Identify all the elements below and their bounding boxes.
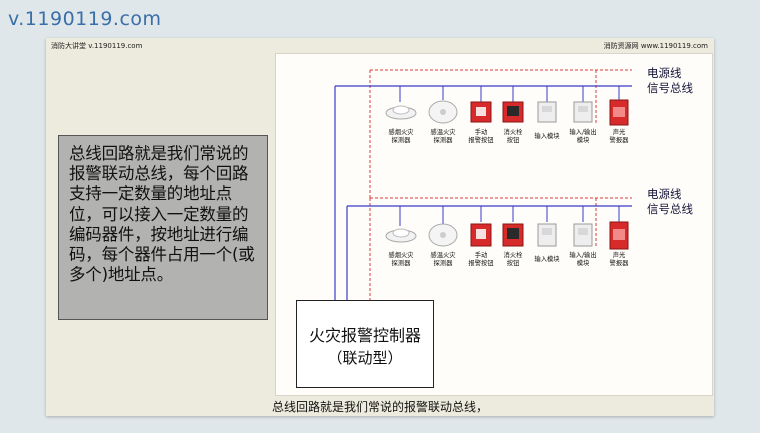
manual-alarm-button-icon xyxy=(470,101,492,123)
header-right-text: 消防资源网 www.1190119.com xyxy=(603,42,708,50)
slide-header: 消防大讲堂 v.1190119.com 消防资源网 www.1190119.co… xyxy=(46,38,714,52)
device-label-line2: 报警按钮 xyxy=(468,136,494,144)
device-label-line1: 声光 xyxy=(612,129,626,136)
device-label-line2: 探测器 xyxy=(391,136,411,144)
io-module-icon xyxy=(573,223,593,247)
upper-device-label-alarm: 声光警报器 xyxy=(602,129,636,144)
upper-device-label-input: 输入模块 xyxy=(530,133,564,141)
device-label-line1: 消火栓 xyxy=(503,129,523,136)
device-label-line1: 手动 xyxy=(474,252,488,259)
upper-power-line xyxy=(369,69,632,198)
lower-device-label-heat: 感温火灾探测器 xyxy=(426,252,460,267)
device-label-line2: 探测器 xyxy=(433,136,453,144)
heat-detector-icon xyxy=(428,100,458,124)
upper-device-label-smoke: 感烟火灾探测器 xyxy=(384,129,418,144)
controller-title: 火灾报警控制器 xyxy=(308,326,421,345)
device-label-line2: 探测器 xyxy=(433,259,453,267)
device-label-line2: 警报器 xyxy=(609,136,629,144)
upper-device-label-hydrant: 消火栓按钮 xyxy=(496,129,530,144)
upper-signal-bus-label: 信号总线 xyxy=(647,81,693,95)
device-label-line2: 警报器 xyxy=(609,259,629,267)
device-label-line1: 感温火灾 xyxy=(430,252,456,259)
upper-power-line-label: 电源线 xyxy=(647,66,682,80)
device-label-line1: 输入/输出 xyxy=(569,252,597,259)
hydrant-button-icon xyxy=(502,101,524,123)
input-module-icon xyxy=(537,101,557,123)
device-label-line2: 模块 xyxy=(576,259,590,267)
upper-device-label-io: 输入/输出模块 xyxy=(566,129,600,144)
hydrant-button-icon xyxy=(502,223,524,247)
lower-device-label-io: 输入/输出模块 xyxy=(566,252,600,267)
lower-power-line xyxy=(369,197,632,300)
device-label-line1: 消火栓 xyxy=(503,252,523,259)
device-label-line2: 报警按钮 xyxy=(468,259,494,267)
slide: 消防大讲堂 v.1190119.com 消防资源网 www.1190119.co… xyxy=(46,38,714,416)
lower-device-label-alarm: 声光警报器 xyxy=(602,252,636,267)
device-label-line1: 感烟火灾 xyxy=(388,252,414,259)
device-label-line1: 输入模块 xyxy=(534,133,560,140)
io-module-icon xyxy=(573,101,593,123)
smoke-detector-icon xyxy=(385,105,417,120)
input-module-icon xyxy=(537,223,557,247)
header-left-text: 消防大讲堂 v.1190119.com xyxy=(51,42,143,50)
video-subtitle: 总线回路就是我们常说的报警联动总线， xyxy=(271,400,488,414)
controller-subtitle: （联动型） xyxy=(327,349,403,367)
heat-detector-icon xyxy=(428,223,458,247)
sound-light-alarm-icon xyxy=(609,221,629,250)
lower-power-line-label: 电源线 xyxy=(647,187,682,201)
upper-device-label-manual: 手动报警按钮 xyxy=(464,129,498,144)
site-watermark: v.1190119.com xyxy=(8,8,162,30)
lower-signal-bus-label: 信号总线 xyxy=(647,202,693,216)
device-label-line2: 模块 xyxy=(576,136,590,144)
device-label-line1: 输入模块 xyxy=(534,256,560,263)
device-label-line2: 按钮 xyxy=(506,136,520,144)
device-label-line1: 感烟火灾 xyxy=(388,129,414,136)
sound-light-alarm-icon xyxy=(609,99,629,126)
device-label-line1: 声光 xyxy=(612,252,626,259)
lower-devices xyxy=(385,221,629,250)
upper-device-label-heat: 感温火灾探测器 xyxy=(426,129,460,144)
fire-alarm-controller-box: 火灾报警控制器 （联动型） xyxy=(296,300,434,388)
lower-device-label-smoke: 感烟火灾探测器 xyxy=(384,252,418,267)
manual-alarm-button-icon xyxy=(470,223,492,247)
device-label-line1: 感温火灾 xyxy=(430,129,456,136)
device-label-line1: 输入/输出 xyxy=(569,129,597,136)
explanation-textbox: 总线回路就是我们常说的报警联动总线，每个回路支持一定数量的地址点位，可以接入一定… xyxy=(58,135,268,320)
device-label-line1: 手动 xyxy=(474,129,488,136)
upper-devices xyxy=(385,99,629,126)
upper-signal-bus xyxy=(334,85,632,300)
lower-device-label-manual: 手动报警按钮 xyxy=(464,252,498,267)
lower-device-label-input: 输入模块 xyxy=(530,256,564,264)
smoke-detector-icon xyxy=(385,228,417,243)
lower-device-label-hydrant: 消火栓按钮 xyxy=(496,252,530,267)
device-label-line2: 探测器 xyxy=(391,259,411,267)
device-label-line2: 按钮 xyxy=(506,259,520,267)
explanation-text: 总线回路就是我们常说的报警联动总线，每个回路支持一定数量的地址点位，可以接入一定… xyxy=(69,144,255,285)
lower-signal-bus xyxy=(346,205,632,300)
